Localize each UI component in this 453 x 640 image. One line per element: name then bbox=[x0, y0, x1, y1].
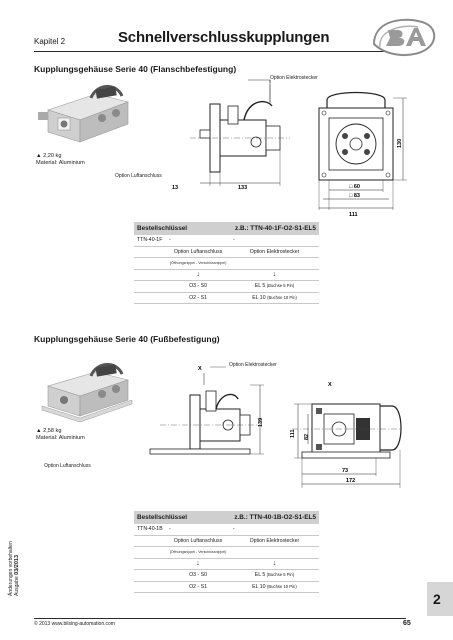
chapter-tab: 2 bbox=[427, 582, 453, 616]
dim-82: 82 bbox=[304, 434, 310, 440]
section-heading-foot: Kupplungsgehäuse Serie 40 (Fußbefestigun… bbox=[34, 334, 220, 344]
edition-note: Änderungen vorbehalten Ausgabe 03/2013 bbox=[8, 541, 20, 596]
page-title: Schnellverschlusskupplungen bbox=[118, 29, 330, 46]
footer-copyright: © 2013 www.bilsing-automation.com bbox=[34, 621, 115, 627]
col-air-sub: (Öffnungsnippel - Verschlussnippel) bbox=[166, 257, 231, 270]
air-option-value: O3 - S0 bbox=[166, 569, 230, 582]
table-dash: - bbox=[166, 235, 231, 247]
table-dash: - bbox=[230, 235, 319, 247]
weight-value: 2,58 kg bbox=[43, 428, 62, 434]
callout-air-connection: Option Luftanschluss bbox=[115, 173, 162, 179]
footer-rule bbox=[34, 618, 406, 619]
page-number: 65 bbox=[403, 620, 411, 627]
order-key-table-flange: Bestellschlüssel z.B.: TTN-40-1F-O2-S1-E… bbox=[134, 222, 319, 304]
table-example: z.B.: TTN-40-1B-O2-S1-EL5 bbox=[229, 511, 319, 524]
weight-info-flange: ▲ 2,20 kg Material: Aluminium bbox=[36, 153, 85, 167]
air-option-value: O3 - S0 bbox=[166, 280, 231, 293]
table-title: Bestellschlüssel bbox=[134, 222, 231, 235]
electric-option-value: EL 10 (Buchse 10 Pin) bbox=[230, 292, 319, 304]
electric-option-value: EL 10 (Buchse 10 Pin) bbox=[229, 581, 319, 593]
dim-13: 13 bbox=[172, 185, 178, 191]
table-dash: - bbox=[166, 524, 230, 536]
dim-111: 111 bbox=[290, 429, 296, 438]
dim-172: 172 bbox=[346, 478, 355, 484]
chapter-label: Kapitel 2 bbox=[34, 37, 66, 46]
header-rule bbox=[34, 51, 386, 52]
section-marker-x: X bbox=[198, 366, 202, 372]
air-option-value: O2 - S1 bbox=[166, 292, 231, 304]
col-air-option: Option Luftanschluss bbox=[166, 535, 230, 547]
dim-111: 111 bbox=[349, 212, 358, 218]
table-row: O3 - S0 EL 5 (Buchse 5 Pin) bbox=[134, 280, 319, 293]
order-code: TTN-40-1F bbox=[134, 235, 167, 247]
dim-139: 139 bbox=[258, 418, 264, 427]
arrow-down-icon: ↓ bbox=[166, 269, 231, 281]
technical-drawing-side-flange: 13 133 bbox=[172, 79, 290, 191]
section-marker-x-right: X bbox=[328, 382, 332, 388]
section-heading-flange: Kupplungsgehäuse Serie 40 (Flanschbefest… bbox=[34, 64, 237, 74]
weight-info-foot: ▲ 2,58 kg Material: Aluminium bbox=[36, 428, 85, 442]
chapter-tab-number: 2 bbox=[433, 591, 441, 607]
electric-option-value: EL 5 (Buchse 5 Pin) bbox=[230, 280, 319, 293]
col-electric-option: Option Elektrostecker bbox=[230, 246, 319, 258]
arrow-down-icon: ↓ bbox=[166, 558, 230, 570]
material-text: Material: Aluminium bbox=[36, 435, 85, 441]
technical-drawing-front-flange: 130 □ 60 □ 83 111 bbox=[318, 91, 407, 218]
table-row: O3 - S0 EL 5 (Buchse 5 Pin) bbox=[134, 569, 319, 582]
table-row: O2 - S1 EL 10 (Buchse 10 Pin) bbox=[134, 581, 319, 593]
col-electric-option: Option Elektrostecker bbox=[229, 535, 319, 547]
electric-option-value: EL 5 (Buchse 5 Pin) bbox=[229, 569, 319, 582]
dim-133: 133 bbox=[238, 185, 247, 191]
table-title: Bestellschlüssel bbox=[134, 511, 230, 524]
company-logo bbox=[372, 18, 436, 56]
callout-electrical-plug: Option Elektrostecker bbox=[270, 75, 318, 81]
order-code: TTN-40-1B bbox=[134, 524, 167, 536]
callout-electrical-plug: Option Elektrostecker bbox=[229, 362, 277, 368]
table-row: O2 - S1 EL 10 (Buchse 10 Pin) bbox=[134, 292, 319, 304]
col-air-sub: (Öffnungsnippel - Verschlussnippel) bbox=[166, 546, 230, 559]
arrow-down-icon: ↓ bbox=[230, 269, 319, 281]
table-dash: - bbox=[229, 524, 319, 536]
weight-icon: ▲ bbox=[36, 428, 42, 434]
col-air-option: Option Luftanschluss bbox=[166, 246, 231, 258]
table-example: z.B.: TTN-40-1F-O2-S1-EL5 bbox=[230, 222, 319, 235]
technical-drawing-front-foot: X 111 82 73 172 bbox=[290, 382, 402, 488]
dim-73: 73 bbox=[342, 468, 348, 474]
weight-value: 2,20 kg bbox=[43, 153, 62, 159]
arrow-down-icon: ↓ bbox=[229, 558, 319, 570]
dim-60: □ 60 bbox=[349, 184, 360, 190]
product-photo-flange bbox=[38, 85, 130, 143]
callout-air-connection: Option Luftanschluss bbox=[44, 463, 91, 469]
technical-drawing-side-foot: X 139 bbox=[149, 366, 264, 455]
product-photo-foot bbox=[41, 363, 133, 423]
dim-130: 130 bbox=[397, 139, 403, 148]
material-text: Material: Aluminium bbox=[36, 160, 85, 166]
order-key-table-foot: Bestellschlüssel z.B.: TTN-40-1B-O2-S1-E… bbox=[134, 511, 319, 593]
dim-83: □ 83 bbox=[349, 193, 360, 199]
weight-icon: ▲ bbox=[36, 153, 42, 159]
edition-text: Ausgabe 03/2013 bbox=[14, 554, 20, 596]
air-option-value: O2 - S1 bbox=[166, 581, 230, 593]
